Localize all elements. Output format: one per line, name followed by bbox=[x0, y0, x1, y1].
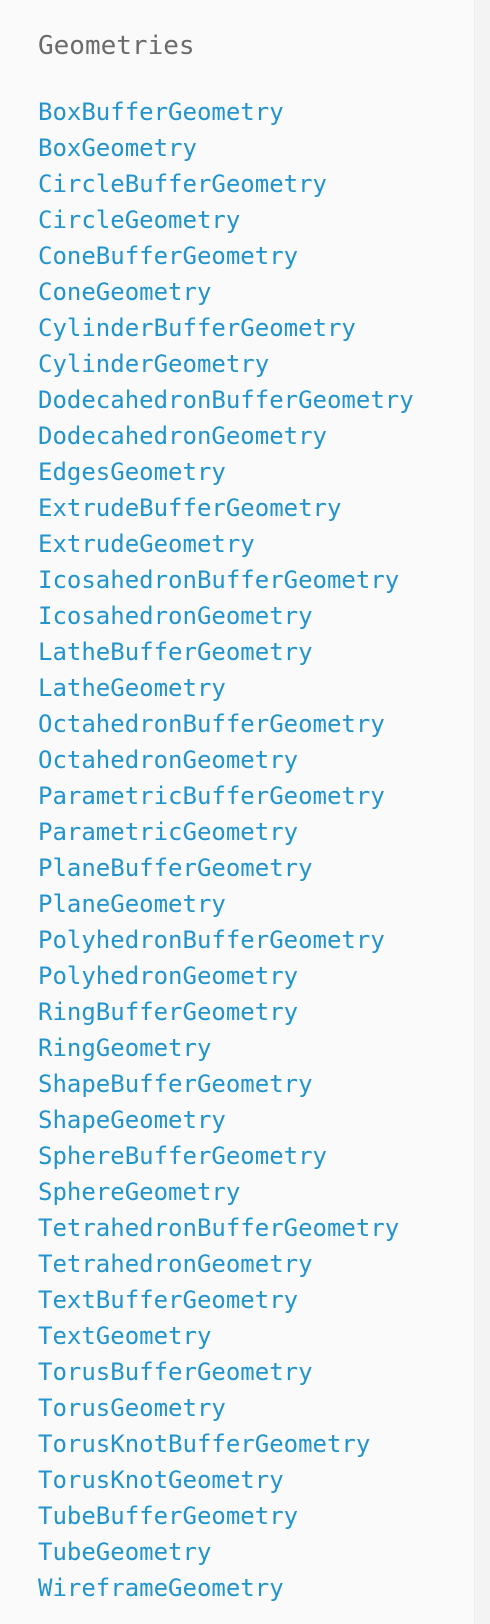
list-item: CircleGeometry bbox=[38, 202, 414, 238]
list-item: SphereGeometry bbox=[38, 1174, 414, 1210]
list-item: TextBufferGeometry bbox=[38, 1282, 414, 1318]
nav-link[interactable]: TetrahedronBufferGeometry bbox=[38, 1214, 400, 1242]
nav-link[interactable]: TubeGeometry bbox=[38, 1538, 212, 1566]
nav-link[interactable]: LatheBufferGeometry bbox=[38, 638, 313, 666]
list-item: TorusBufferGeometry bbox=[38, 1354, 414, 1390]
nav-link[interactable]: TorusBufferGeometry bbox=[38, 1358, 313, 1386]
list-item: BoxBufferGeometry bbox=[38, 94, 414, 130]
list-item: PlaneBufferGeometry bbox=[38, 850, 414, 886]
list-item: IcosahedronBufferGeometry bbox=[38, 562, 414, 598]
nav-link[interactable]: ParametricBufferGeometry bbox=[38, 782, 385, 810]
nav-link[interactable]: TubeBufferGeometry bbox=[38, 1502, 299, 1530]
nav-link[interactable]: ExtrudeBufferGeometry bbox=[38, 494, 342, 522]
nav-link[interactable]: WireframeGeometry bbox=[38, 1574, 284, 1602]
list-item: LatheBufferGeometry bbox=[38, 634, 414, 670]
list-item: RingGeometry bbox=[38, 1030, 414, 1066]
nav-link[interactable]: TextBufferGeometry bbox=[38, 1286, 299, 1314]
nav-link[interactable]: TorusKnotGeometry bbox=[38, 1466, 284, 1494]
list-item: TubeGeometry bbox=[38, 1534, 414, 1570]
nav-link[interactable]: OctahedronGeometry bbox=[38, 746, 299, 774]
nav-link[interactable]: ShapeBufferGeometry bbox=[38, 1070, 313, 1098]
nav-link[interactable]: EdgesGeometry bbox=[38, 458, 226, 486]
list-item: OctahedronGeometry bbox=[38, 742, 414, 778]
list-item: ShapeBufferGeometry bbox=[38, 1066, 414, 1102]
nav-link[interactable]: TorusKnotBufferGeometry bbox=[38, 1430, 371, 1458]
nav-link[interactable]: PolyhedronGeometry bbox=[38, 962, 299, 990]
list-item: OctahedronBufferGeometry bbox=[38, 706, 414, 742]
nav-link[interactable]: LatheGeometry bbox=[38, 674, 226, 702]
nav-link[interactable]: BoxGeometry bbox=[38, 134, 197, 162]
list-item: ExtrudeBufferGeometry bbox=[38, 490, 414, 526]
list-item: TextGeometry bbox=[38, 1318, 414, 1354]
list-item: TorusGeometry bbox=[38, 1390, 414, 1426]
nav-link[interactable]: BoxBufferGeometry bbox=[38, 98, 284, 126]
nav-link[interactable]: OctahedronBufferGeometry bbox=[38, 710, 385, 738]
nav-link[interactable]: IcosahedronBufferGeometry bbox=[38, 566, 400, 594]
list-item: TorusKnotGeometry bbox=[38, 1462, 414, 1498]
list-item: EdgesGeometry bbox=[38, 454, 414, 490]
section-title: Geometries bbox=[38, 31, 195, 61]
list-item: SphereBufferGeometry bbox=[38, 1138, 414, 1174]
nav-link[interactable]: PlaneBufferGeometry bbox=[38, 854, 313, 882]
list-item: PlaneGeometry bbox=[38, 886, 414, 922]
list-item: TetrahedronBufferGeometry bbox=[38, 1210, 414, 1246]
nav-link[interactable]: CylinderBufferGeometry bbox=[38, 314, 356, 342]
list-item: TetrahedronGeometry bbox=[38, 1246, 414, 1282]
list-item: WireframeGeometry bbox=[38, 1570, 414, 1606]
nav-link[interactable]: CylinderGeometry bbox=[38, 350, 270, 378]
nav-link[interactable]: TextGeometry bbox=[38, 1322, 212, 1350]
nav-link[interactable]: ConeBufferGeometry bbox=[38, 242, 299, 270]
nav-link[interactable]: DodecahedronGeometry bbox=[38, 422, 327, 450]
nav-link[interactable]: RingGeometry bbox=[38, 1034, 212, 1062]
nav-link[interactable]: PolyhedronBufferGeometry bbox=[38, 926, 385, 954]
list-item: ParametricGeometry bbox=[38, 814, 414, 850]
scrollbar-track[interactable] bbox=[474, 0, 490, 1624]
nav-link[interactable]: SphereBufferGeometry bbox=[38, 1142, 327, 1170]
nav-link[interactable]: ShapeGeometry bbox=[38, 1106, 226, 1134]
list-item: ShapeGeometry bbox=[38, 1102, 414, 1138]
nav-link[interactable]: ExtrudeGeometry bbox=[38, 530, 255, 558]
list-item: ConeBufferGeometry bbox=[38, 238, 414, 274]
nav-link[interactable]: PlaneGeometry bbox=[38, 890, 226, 918]
nav-link[interactable]: CircleBufferGeometry bbox=[38, 170, 327, 198]
nav-link[interactable]: IcosahedronGeometry bbox=[38, 602, 313, 630]
nav-link[interactable]: SphereGeometry bbox=[38, 1178, 241, 1206]
list-item: TubeBufferGeometry bbox=[38, 1498, 414, 1534]
list-item: CylinderBufferGeometry bbox=[38, 310, 414, 346]
list-item: TorusKnotBufferGeometry bbox=[38, 1426, 414, 1462]
nav-link[interactable]: DodecahedronBufferGeometry bbox=[38, 386, 414, 414]
nav-link[interactable]: RingBufferGeometry bbox=[38, 998, 299, 1026]
list-item: CircleBufferGeometry bbox=[38, 166, 414, 202]
list-item: CylinderGeometry bbox=[38, 346, 414, 382]
list-item: ExtrudeGeometry bbox=[38, 526, 414, 562]
list-item: DodecahedronGeometry bbox=[38, 418, 414, 454]
list-item: PolyhedronGeometry bbox=[38, 958, 414, 994]
list-item: DodecahedronBufferGeometry bbox=[38, 382, 414, 418]
nav-link[interactable]: TorusGeometry bbox=[38, 1394, 226, 1422]
list-item: ConeGeometry bbox=[38, 274, 414, 310]
nav-link[interactable]: ParametricGeometry bbox=[38, 818, 299, 846]
list-item: BoxGeometry bbox=[38, 130, 414, 166]
nav-link[interactable]: TetrahedronGeometry bbox=[38, 1250, 313, 1278]
list-item: RingBufferGeometry bbox=[38, 994, 414, 1030]
nav-link[interactable]: CircleGeometry bbox=[38, 206, 241, 234]
nav-link[interactable]: ConeGeometry bbox=[38, 278, 212, 306]
list-item: PolyhedronBufferGeometry bbox=[38, 922, 414, 958]
list-item: LatheGeometry bbox=[38, 670, 414, 706]
list-item: ParametricBufferGeometry bbox=[38, 778, 414, 814]
list-item: IcosahedronGeometry bbox=[38, 598, 414, 634]
